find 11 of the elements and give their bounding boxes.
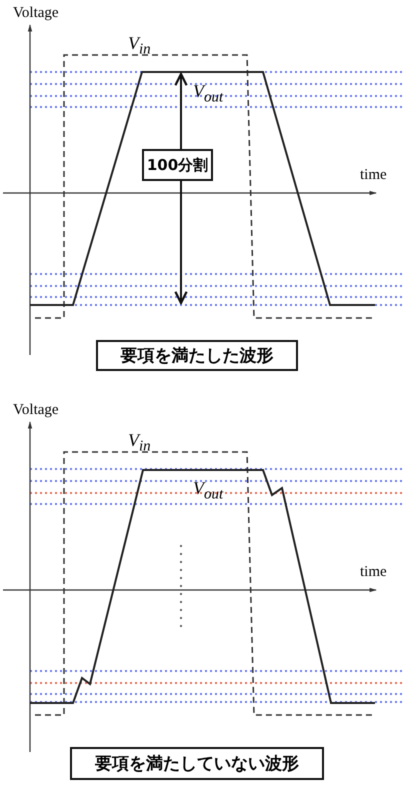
waveform-label: V$_{out}$ xyxy=(193,479,224,503)
waveform-label: V$_{in}$ xyxy=(128,34,151,58)
caption-box: 要項を満たした波形 xyxy=(96,340,298,371)
waveform-label: V$_{out}$ xyxy=(193,82,224,106)
axis-label: time xyxy=(360,168,387,183)
waveform-label: V$_{in}$ xyxy=(128,431,151,455)
caption-box: 要項を満たしていない波形 xyxy=(70,747,324,780)
axis-label: time xyxy=(360,565,387,580)
axis-label: Voltage xyxy=(13,403,59,418)
label-box: 100分割 xyxy=(142,149,213,181)
axis-label: Voltage xyxy=(13,6,59,21)
